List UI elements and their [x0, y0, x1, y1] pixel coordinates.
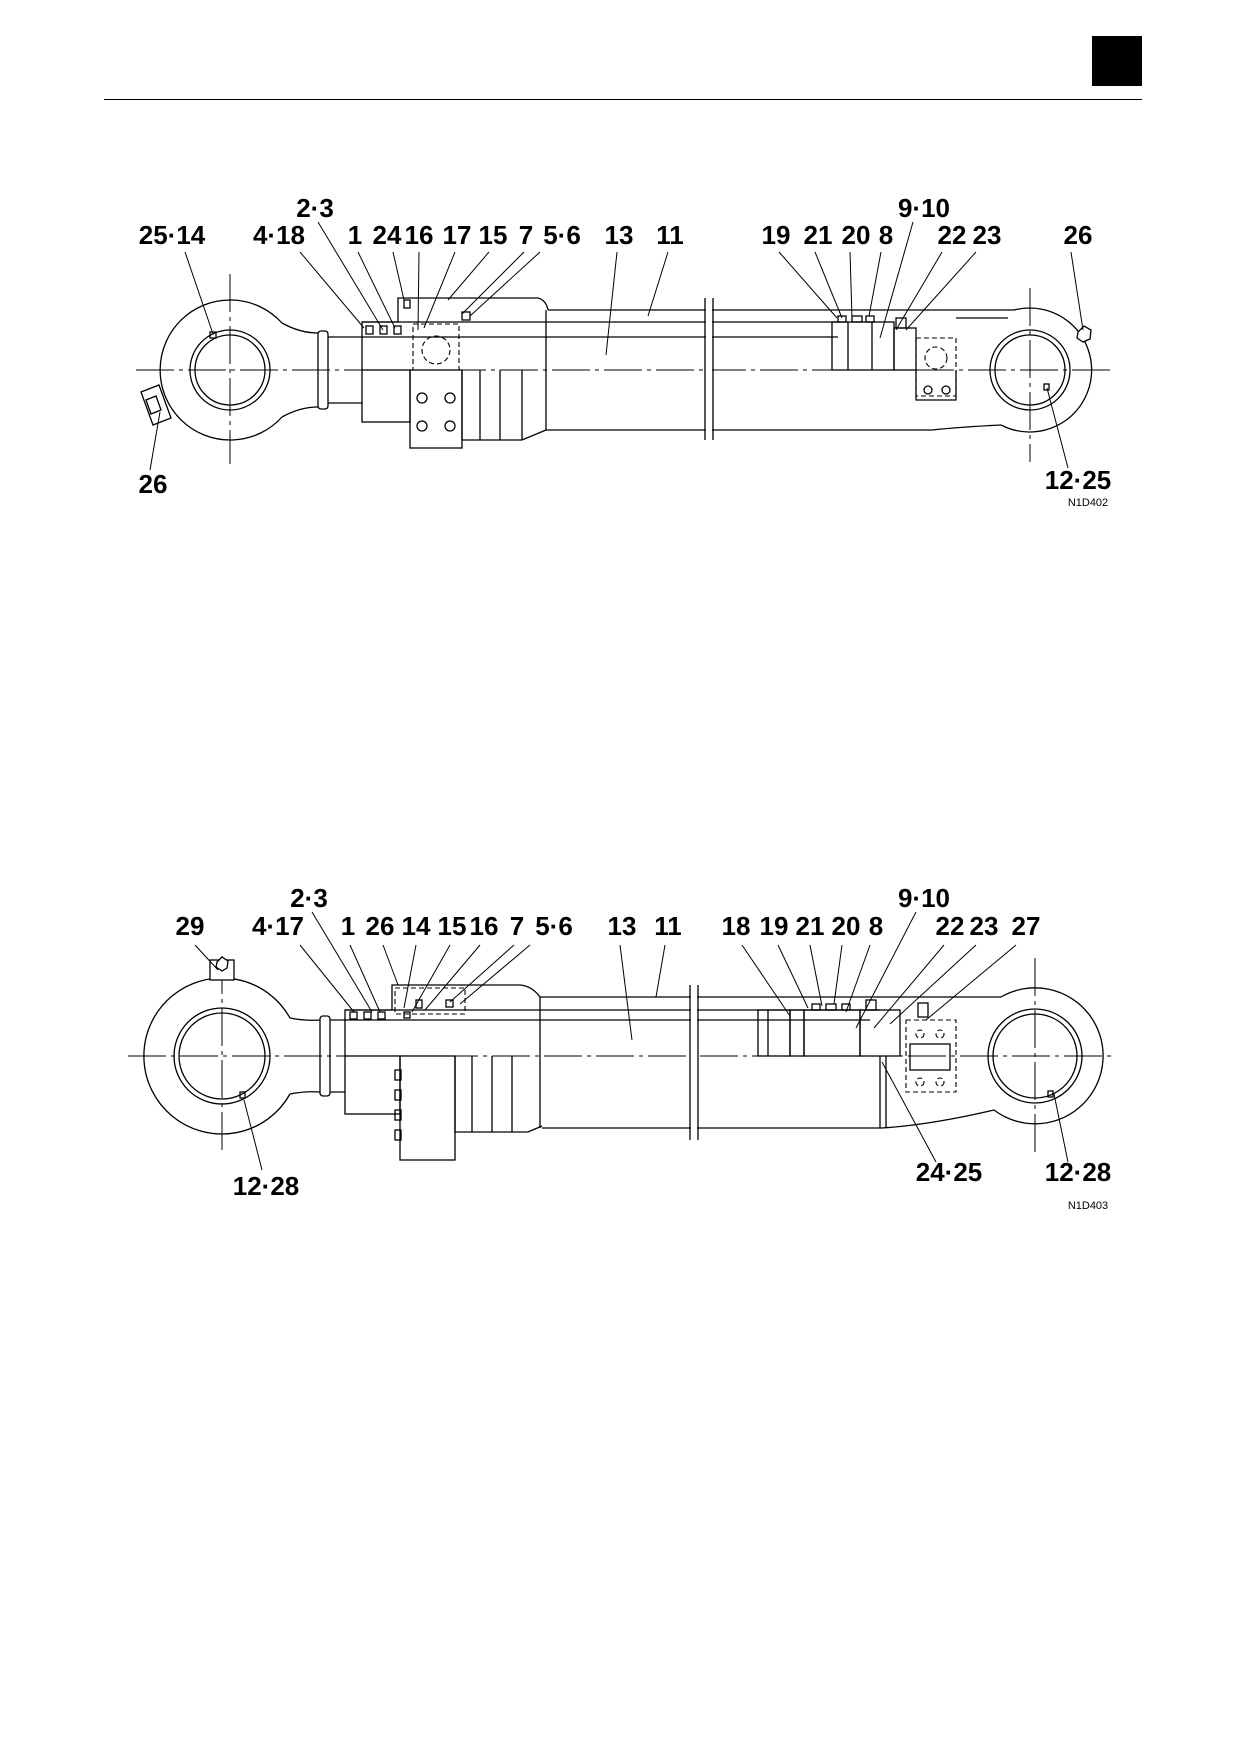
callout: 1 [341, 911, 355, 941]
end-cap [859, 999, 995, 1129]
callout: 8 [879, 220, 893, 250]
rod-eye-left [143, 977, 331, 1135]
callout: 11 [654, 911, 682, 941]
piston [757, 1003, 861, 1057]
callout: 26 [366, 911, 395, 941]
figure-1-callouts: 2·3 25·14 4·18 1 24 16 17 15 7 5·6 13 11… [139, 193, 1112, 509]
callout: 13 [608, 911, 637, 941]
callout: 17 [443, 220, 472, 250]
callout: 2·3 [290, 883, 328, 913]
callout: 4·18 [253, 220, 305, 250]
grease-fitting-left [209, 956, 235, 981]
callout: 2·3 [296, 193, 334, 223]
grease-fitting-left [140, 384, 172, 426]
callout: 7 [510, 911, 524, 941]
callout: 9·10 [898, 193, 950, 223]
callout: 20 [832, 911, 861, 941]
bottom-eye-right [987, 987, 1104, 1125]
figure-code: N1D402 [1068, 497, 1108, 509]
callout: 24 [373, 220, 402, 250]
callout: 24·25 [916, 1157, 983, 1187]
figure-2-callouts: 2·3 29 4·17 1 26 14 15 16 7 5·6 13 11 18… [176, 883, 1112, 1212]
callout: 29 [176, 911, 205, 941]
piston [831, 315, 895, 371]
callout: 16 [470, 911, 499, 941]
callout: 5·6 [535, 911, 573, 941]
rod-eye-left [159, 299, 329, 441]
callout: 22 [938, 220, 967, 250]
callout: 15 [479, 220, 508, 250]
callout: 23 [973, 220, 1002, 250]
callout: 27 [1012, 911, 1041, 941]
callout: 25·14 [139, 220, 206, 250]
callout: 9·10 [898, 883, 950, 913]
callout: 22 [936, 911, 965, 941]
callout: 18 [722, 911, 751, 941]
header-rule [104, 99, 1142, 100]
callout: 11 [656, 220, 684, 250]
callout: 1 [348, 220, 362, 250]
bottom-eye-right [989, 307, 1093, 433]
break-marks [704, 298, 714, 440]
figure-2: 2·3 29 4·17 1 26 14 15 16 7 5·6 13 11 18… [128, 883, 1112, 1212]
grease-fitting-right [1076, 325, 1092, 343]
callout: 21 [804, 220, 833, 250]
cylinder-tube [546, 309, 1014, 431]
callout: 26 [1064, 220, 1093, 250]
callout: 4·17 [252, 911, 304, 941]
callout: 23 [970, 911, 999, 941]
callout: 15 [438, 911, 467, 941]
callout: 14 [402, 911, 431, 941]
callout: 12·25 [1045, 465, 1112, 495]
cylinder-tube [540, 996, 1001, 1129]
callout: 8 [869, 911, 883, 941]
cylinder-head [361, 297, 840, 449]
callout: 20 [842, 220, 871, 250]
figure-1: 2·3 25·14 4·18 1 24 16 17 15 7 5·6 13 11… [136, 193, 1112, 509]
callout: 5·6 [543, 220, 581, 250]
callout: 21 [796, 911, 825, 941]
figure-code: N1D403 [1068, 1200, 1108, 1212]
callout: 16 [405, 220, 434, 250]
figure-2-drawing [128, 911, 1112, 1171]
figure-1-drawing [136, 221, 1112, 471]
callout: 19 [762, 220, 791, 250]
callout: 19 [760, 911, 789, 941]
callout: 12·28 [233, 1171, 300, 1201]
leader-lines [194, 911, 1069, 1171]
callout: 26 [139, 469, 168, 499]
end-cap [893, 317, 1002, 431]
callout: 7 [519, 220, 533, 250]
callout: 12·28 [1045, 1157, 1112, 1187]
break-marks [689, 985, 699, 1140]
section-tab-marker [1092, 36, 1142, 86]
leader-lines [149, 221, 1084, 471]
piston-rod [330, 1019, 870, 1093]
cylinder-head [344, 984, 880, 1161]
callout: 13 [605, 220, 634, 250]
